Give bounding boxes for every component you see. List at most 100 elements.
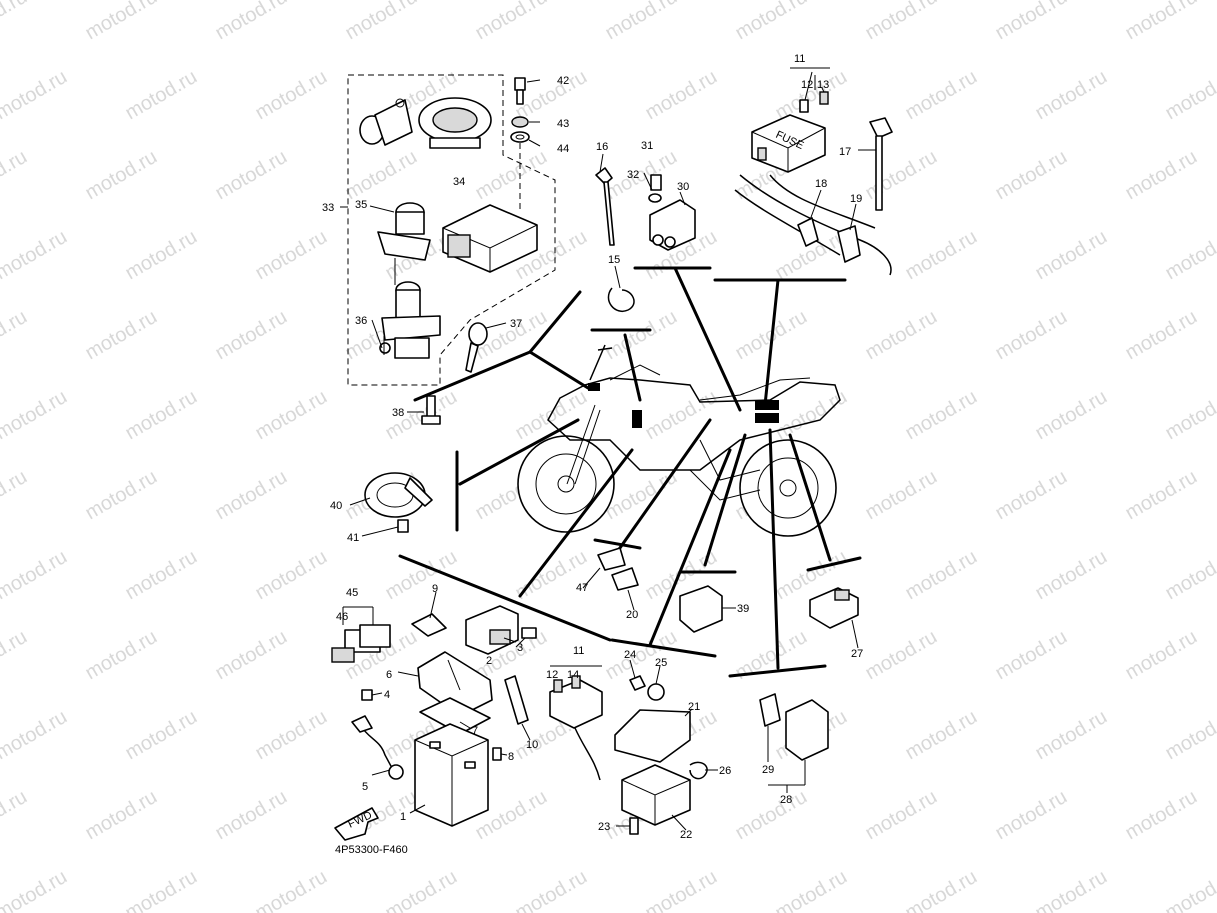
watermark-text: motod.ru bbox=[862, 146, 941, 205]
label-17: 17 bbox=[839, 146, 851, 158]
label-38: 38 bbox=[392, 407, 404, 419]
watermark-text: motod.ru bbox=[1122, 626, 1201, 685]
label-26: 26 bbox=[719, 765, 731, 777]
watermark-text: motod.ru bbox=[642, 386, 721, 445]
label-41: 41 bbox=[347, 532, 359, 544]
watermark-text: motod.ru bbox=[252, 66, 331, 125]
diagram-code: 4P53300-F460 bbox=[335, 844, 408, 856]
watermark-text: motod.ru bbox=[1032, 66, 1111, 125]
label-30: 30 bbox=[677, 181, 689, 193]
watermark-text: motod.ru bbox=[252, 546, 331, 605]
watermark-text: motod.ru bbox=[0, 546, 71, 605]
watermark-text: motod.ru bbox=[122, 386, 201, 445]
watermark-text: motod.ru bbox=[602, 306, 681, 365]
watermark-text: motod.ru bbox=[82, 466, 161, 525]
watermark-text: motod.ru bbox=[1162, 546, 1217, 605]
watermark-text: motod.ru bbox=[1032, 226, 1111, 285]
label-18: 18 bbox=[815, 178, 827, 190]
watermark-text: motod.ru bbox=[252, 226, 331, 285]
watermark-text: motod.ru bbox=[642, 66, 721, 125]
watermark-text: motod.ru bbox=[0, 786, 31, 845]
watermark-text: motod.ru bbox=[902, 226, 981, 285]
label-13: 13 bbox=[817, 79, 829, 91]
label-14: 14 bbox=[567, 669, 579, 681]
watermark-text: motod.ru bbox=[992, 146, 1071, 205]
relay-group bbox=[597, 547, 859, 835]
watermark-text: motod.ru bbox=[342, 146, 421, 205]
label-20: 20 bbox=[626, 609, 638, 621]
watermark-text: motod.ru bbox=[1122, 146, 1201, 205]
watermark-text: motod.ru bbox=[82, 626, 161, 685]
watermark-text: motod.ru bbox=[382, 866, 461, 913]
part-labels: 42 43 44 34 35 33 36 37 38 40 41 16 15 3… bbox=[322, 53, 863, 841]
watermark-text: motod.ru bbox=[82, 146, 161, 205]
watermark-text: motod.ru bbox=[1122, 466, 1201, 525]
label-31: 31 bbox=[641, 140, 653, 152]
watermark-text: motod.ru bbox=[992, 626, 1071, 685]
watermark-text: motod.ru bbox=[0, 146, 31, 205]
watermark-text: motod.ru bbox=[732, 0, 811, 44]
watermark-text: motod.ru bbox=[252, 386, 331, 445]
watermark-text: motod.ru bbox=[122, 546, 201, 605]
label-27: 27 bbox=[851, 648, 863, 660]
watermark-text: motod.ru bbox=[992, 306, 1071, 365]
watermark-text: motod.ru bbox=[1162, 386, 1217, 445]
watermark-text: motod.ru bbox=[0, 0, 31, 44]
watermark-text: motod.ru bbox=[0, 306, 31, 365]
watermark-text: motod.ru bbox=[0, 386, 71, 445]
watermark-text: motod.ru bbox=[902, 386, 981, 445]
label-21: 21 bbox=[688, 701, 700, 713]
watermark-text: motod.ru bbox=[1162, 226, 1217, 285]
watermark-text: motod.ru bbox=[902, 866, 981, 913]
fuse-box-group: FUSE bbox=[595, 67, 893, 313]
watermark-text: motod.ru bbox=[212, 466, 291, 525]
watermark-text: motod.ru bbox=[862, 0, 941, 44]
watermark-text: motod.ru bbox=[642, 866, 721, 913]
watermark-text: motod.ru bbox=[212, 786, 291, 845]
label-4: 4 bbox=[384, 689, 390, 701]
label-9: 9 bbox=[432, 583, 438, 595]
watermark-text: motod.ru bbox=[992, 0, 1071, 44]
watermark-text: motod.ru bbox=[212, 0, 291, 44]
label-29: 29 bbox=[762, 764, 774, 776]
label-36: 36 bbox=[355, 315, 367, 327]
label-43: 43 bbox=[557, 118, 569, 130]
label-42: 42 bbox=[557, 75, 569, 87]
label-11-upper: 11 bbox=[794, 53, 805, 65]
label-39: 39 bbox=[737, 603, 749, 615]
watermark-text: motod.ru bbox=[902, 66, 981, 125]
watermark-text: motod.ru bbox=[1162, 66, 1217, 125]
watermark-text: motod.ru bbox=[0, 466, 31, 525]
label-3: 3 bbox=[517, 642, 523, 654]
label-16: 16 bbox=[596, 141, 608, 153]
label-47: 47 bbox=[576, 582, 588, 594]
watermark-text: motod.ru bbox=[1032, 706, 1111, 765]
watermark-text: motod.ru bbox=[82, 786, 161, 845]
label-12-upper: 12 bbox=[801, 79, 813, 91]
watermark-text: motod.ru bbox=[862, 466, 941, 525]
watermark-text: motod.ru bbox=[212, 146, 291, 205]
label-24: 24 bbox=[624, 649, 636, 661]
label-22: 22 bbox=[680, 829, 692, 841]
watermark-text: motod.ru bbox=[602, 0, 681, 44]
watermark-text: motod.ru bbox=[1122, 786, 1201, 845]
watermark-text: motod.ru bbox=[1122, 306, 1201, 365]
watermark-text: motod.ru bbox=[602, 626, 681, 685]
watermark-text: motod.ru bbox=[342, 0, 421, 44]
watermark-text: motod.ru bbox=[1162, 706, 1217, 765]
watermark-text: motod.ru bbox=[252, 706, 331, 765]
watermark-text: motod.ru bbox=[862, 626, 941, 685]
battery-group: FWD bbox=[331, 605, 603, 841]
watermark-text: motod.ru bbox=[122, 706, 201, 765]
label-44: 44 bbox=[557, 143, 569, 155]
label-35: 35 bbox=[355, 199, 367, 211]
label-33: 33 bbox=[322, 202, 334, 214]
watermark-text: motod.ru bbox=[82, 0, 161, 44]
watermark-text: motod.ru bbox=[732, 786, 811, 845]
watermark-text: motod.ru bbox=[862, 306, 941, 365]
watermark-text: motod.ru bbox=[512, 866, 591, 913]
leader-lines bbox=[398, 266, 862, 678]
callout-ticks bbox=[340, 71, 876, 831]
watermark-text: motod.ru bbox=[122, 66, 201, 125]
